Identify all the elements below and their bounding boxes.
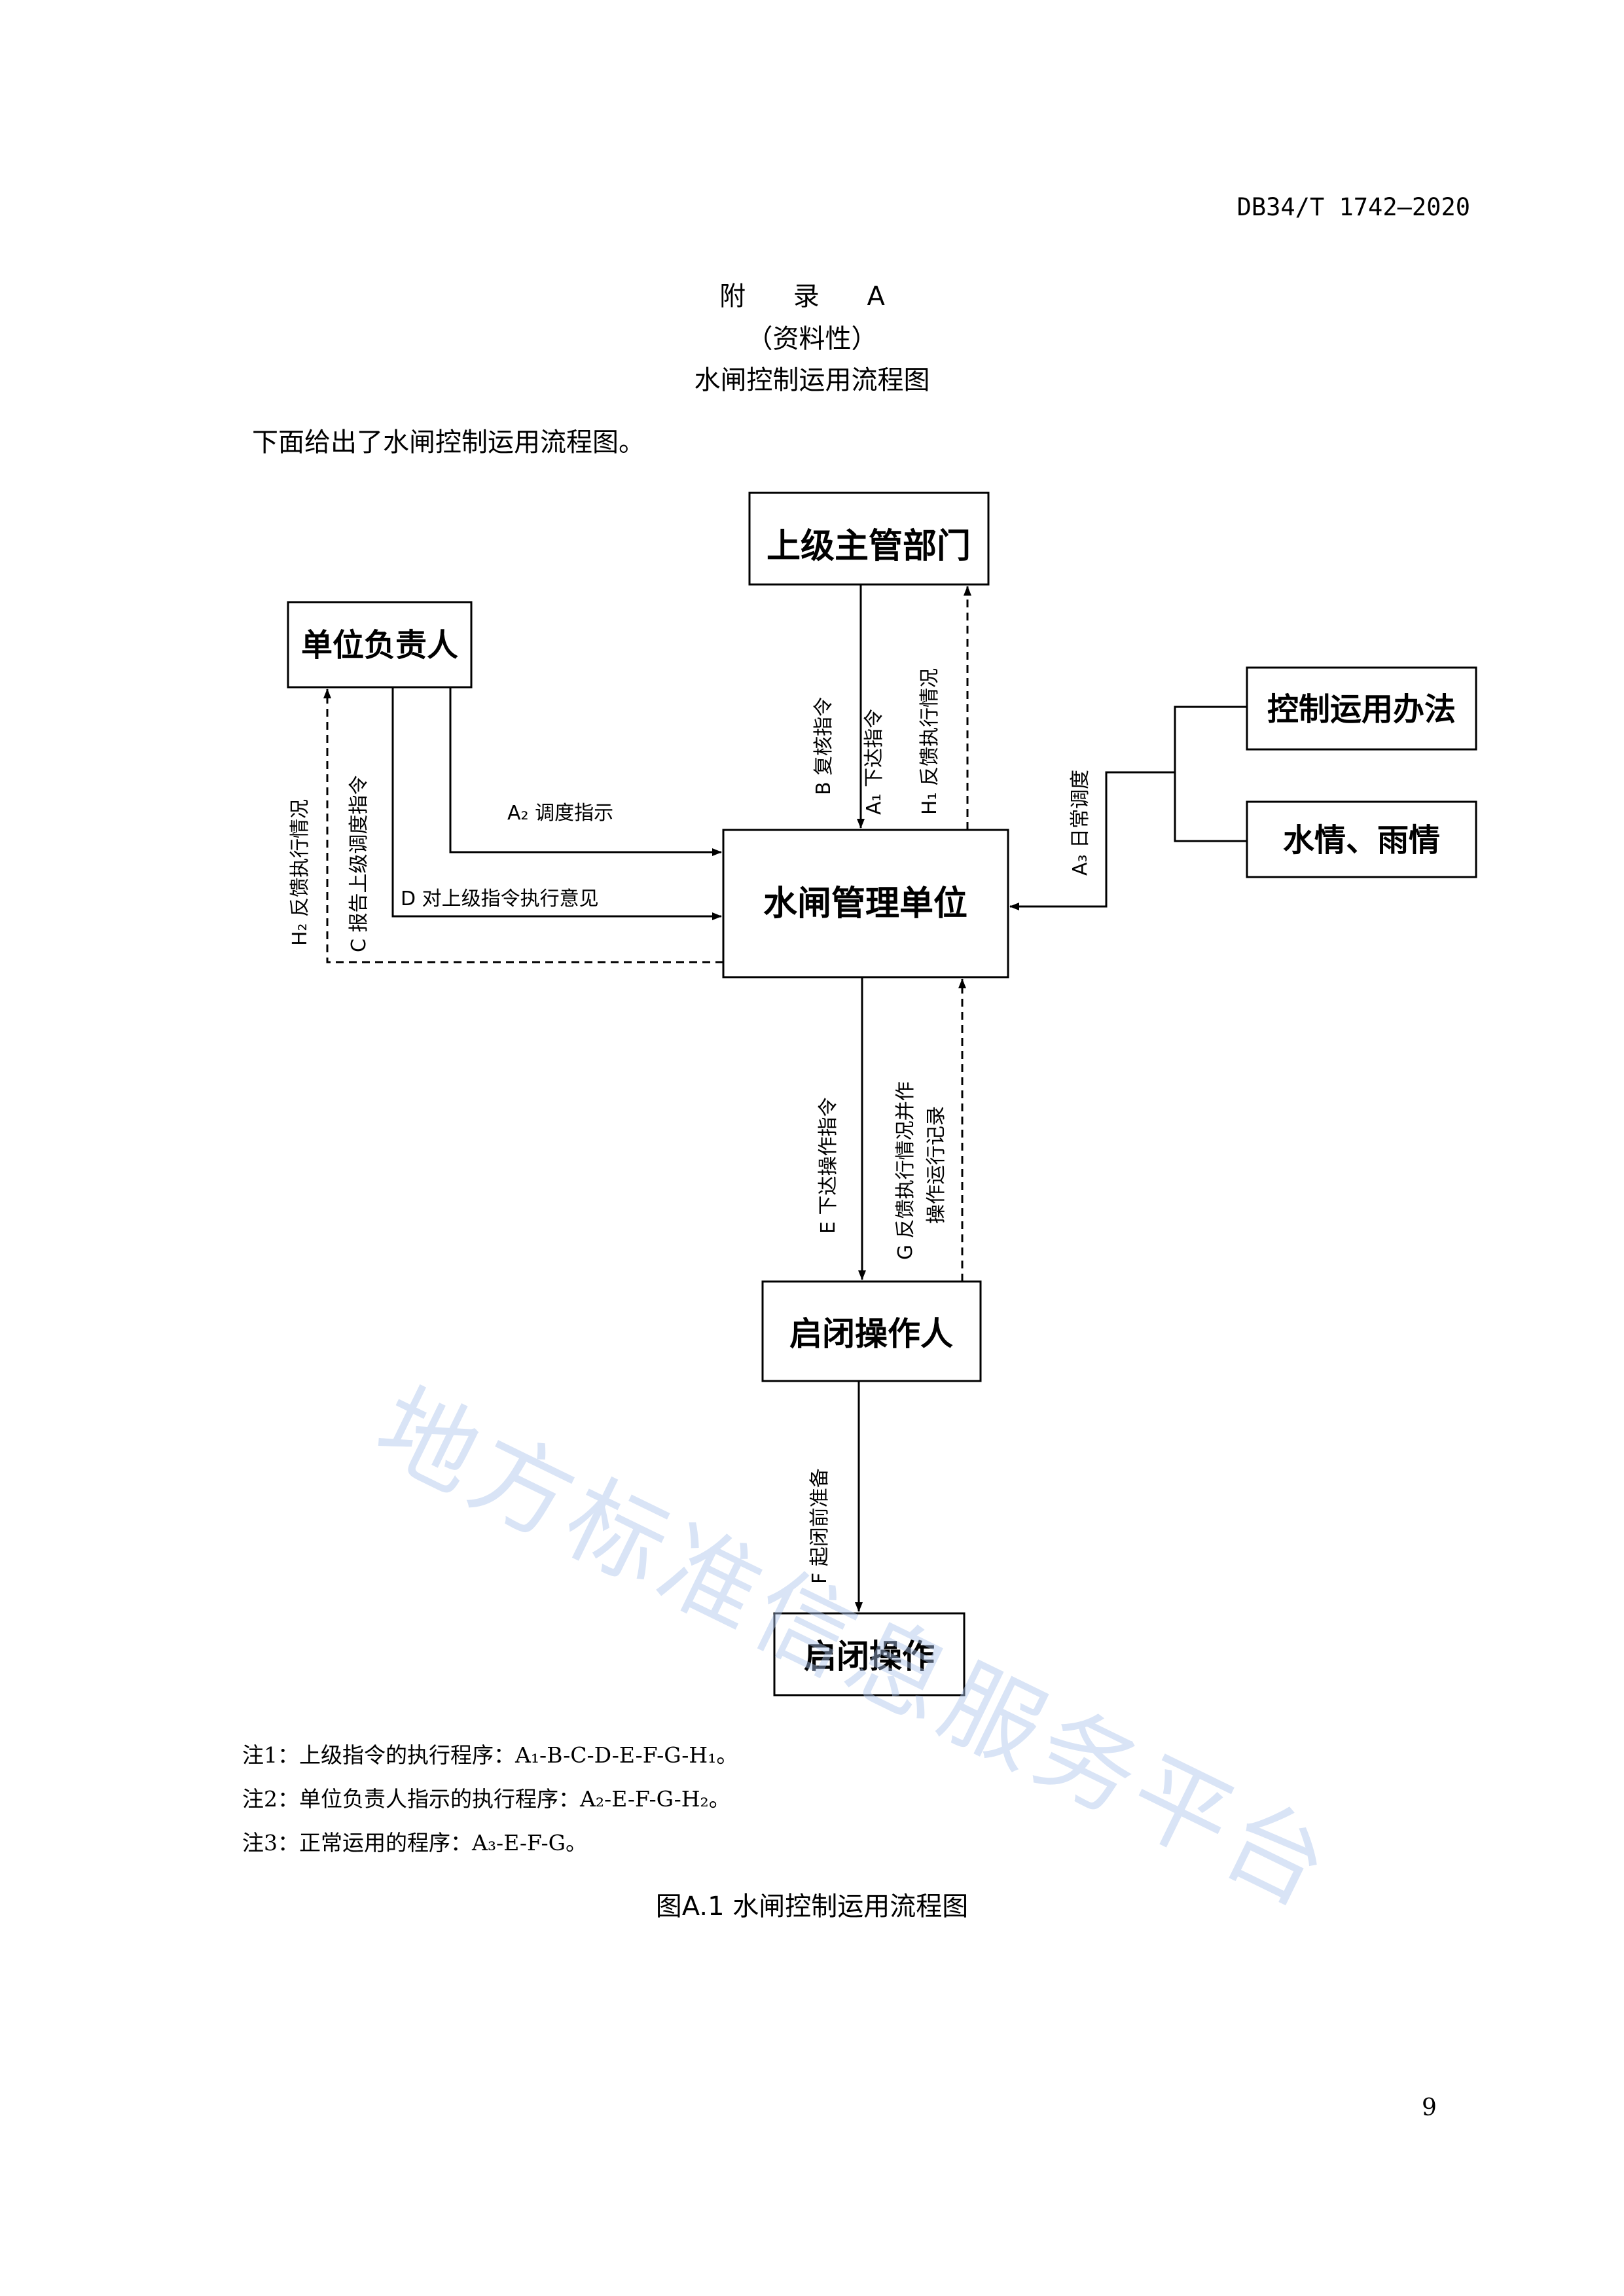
note-3: 注3：正常运用的程序：A₃-E-F-G。: [242, 1830, 587, 1856]
bracket-right: [1174, 706, 1247, 842]
label-E: E 下达操作指令: [817, 1098, 840, 1234]
box-unit-head: 单位负责人: [287, 601, 473, 689]
box-unit-head-label: 单位负责人: [301, 627, 458, 664]
box-operation: 启闭操作: [773, 1612, 965, 1696]
box-control-method-label: 控制运用办法: [1267, 691, 1456, 728]
box-operator-label: 启闭操作人: [789, 1315, 953, 1353]
figure-caption: 图A.1 水闸控制运用流程图: [655, 1892, 969, 1922]
label-B: B 复核指令: [812, 697, 835, 795]
label-G-line1: G 反馈执行情况并作: [894, 1081, 917, 1260]
page-number: 9: [1422, 2094, 1437, 2121]
appendix-label: 附 录 A: [719, 281, 905, 312]
box-management-label: 水闸管理单位: [763, 884, 967, 924]
box-operation-label: 启闭操作: [804, 1638, 935, 1676]
label-G-line2: 操作运行记录: [925, 1106, 948, 1224]
appendix-note: （资料性）: [746, 324, 878, 354]
label-H2: H₂ 反馈执行情况: [289, 799, 312, 946]
box-management: 水闸管理单位: [722, 829, 1009, 978]
label-C: C 报告上级调度指令: [348, 776, 370, 952]
label-A2: A₂ 调度指示: [507, 802, 613, 825]
box-water-rain: 水情、雨情: [1246, 800, 1477, 878]
intro-paragraph: 下面给出了水闸控制运用流程图。: [252, 427, 645, 457]
label-A1: A₁ 下达指令: [863, 709, 886, 815]
arrow-A2: [449, 687, 722, 856]
label-D: D 对上级指令执行意见: [401, 888, 599, 910]
label-F: F 起闭前准备: [808, 1468, 831, 1584]
arrow-A3: [1009, 771, 1175, 910]
note-2: 注2：单位负责人指示的执行程序：A₂-E-F-G-H₂。: [242, 1786, 731, 1812]
box-superior: 上级主管部门: [748, 492, 990, 586]
note-1: 注1：上级指令的执行程序：A₁-B-C-D-E-F-G-H₁。: [242, 1742, 738, 1768]
box-water-rain-label: 水情、雨情: [1283, 822, 1440, 859]
arrow-H2: [323, 689, 723, 963]
label-H1: H₁ 反馈执行情况: [918, 668, 941, 815]
box-superior-label: 上级主管部门: [767, 527, 971, 566]
arrow-D: [391, 687, 722, 920]
box-control-method: 控制运用办法: [1246, 666, 1477, 751]
appendix-title: 水闸控制运用流程图: [694, 365, 930, 395]
standard-number: DB34/T 1742—2020: [1236, 193, 1470, 221]
box-operator: 启闭操作人: [761, 1280, 982, 1382]
label-A3: A₃ 日常调度: [1069, 770, 1092, 876]
